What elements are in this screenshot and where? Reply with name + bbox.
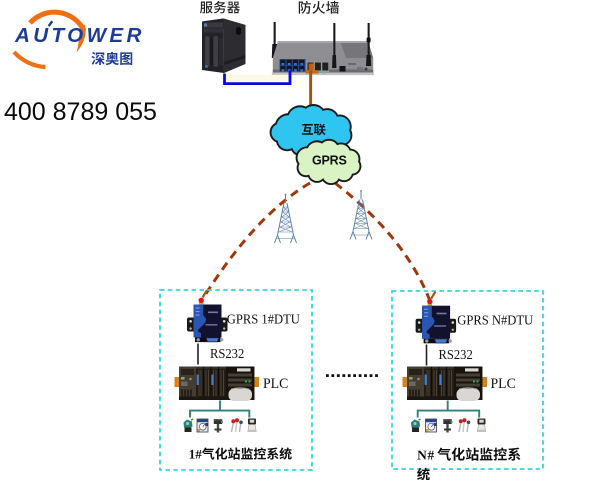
- svg-text:400 8789 055: 400 8789 055: [4, 98, 157, 126]
- svg-text:GPRS: GPRS: [312, 154, 347, 168]
- svg-text:GPRS 1#DTU: GPRS 1#DTU: [227, 311, 300, 327]
- svg-text:PLC: PLC: [263, 376, 288, 393]
- svg-text:RS232: RS232: [439, 346, 473, 362]
- svg-text:GPRS N#DTU: GPRS N#DTU: [457, 312, 533, 328]
- svg-text:PLC: PLC: [491, 376, 516, 393]
- svg-text:AUTOWER: AUTOWER: [14, 24, 145, 47]
- svg-text:RS232: RS232: [210, 345, 244, 361]
